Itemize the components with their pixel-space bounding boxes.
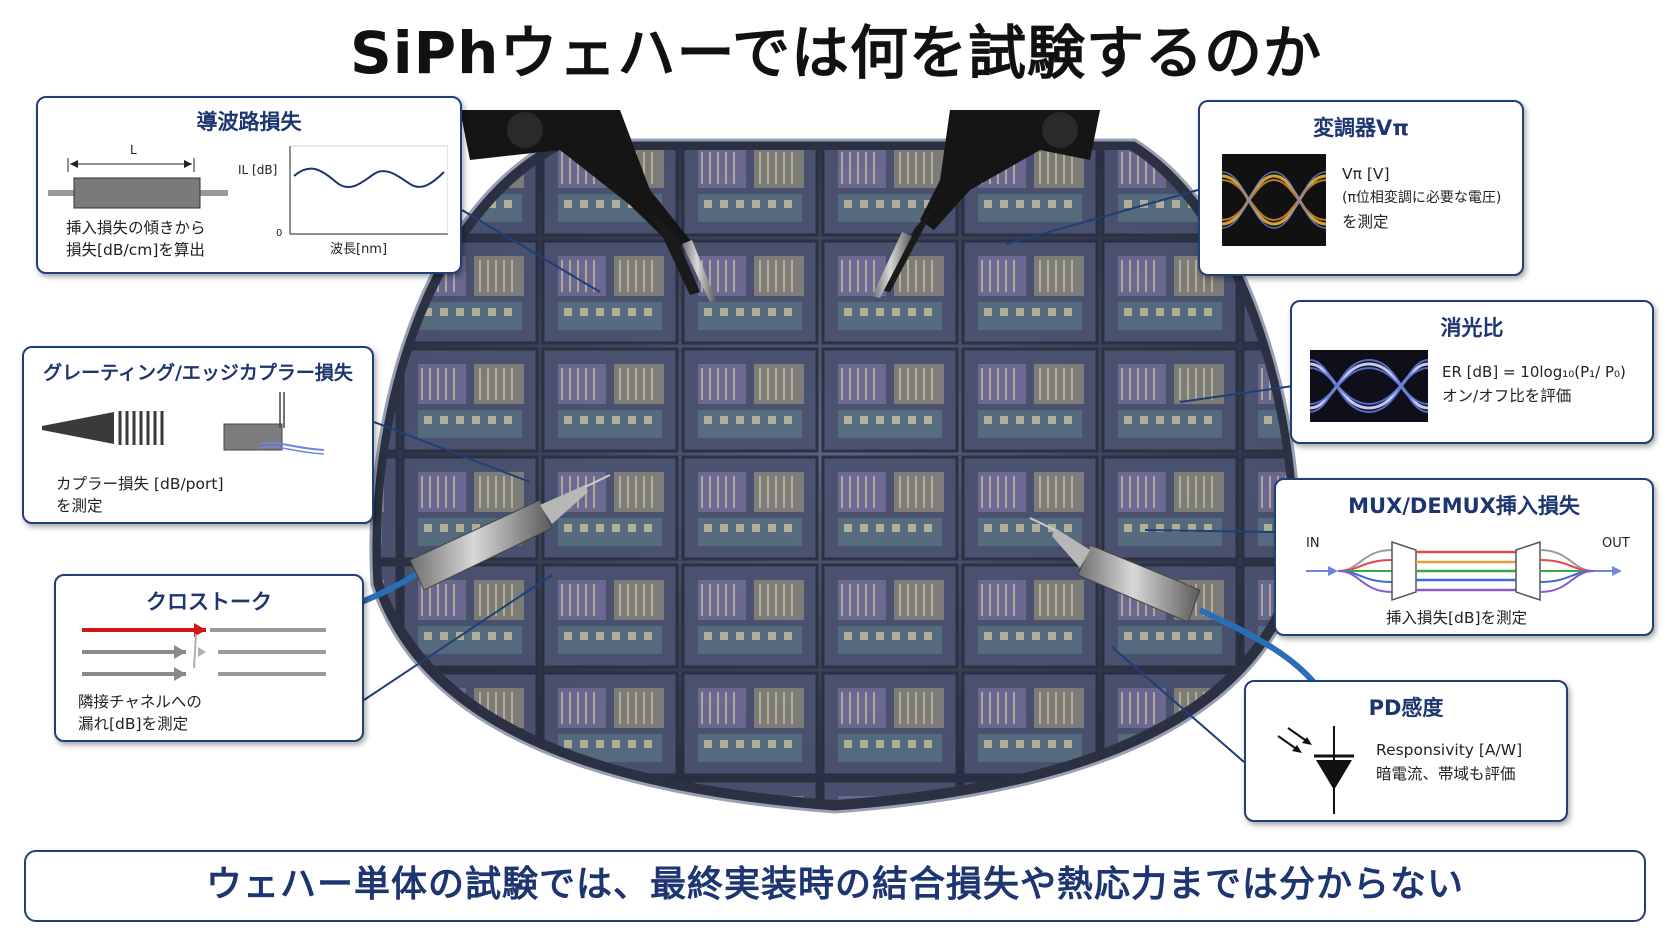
edge-coupler-icon bbox=[223, 392, 325, 455]
mux-demux-diagram bbox=[1306, 540, 1622, 602]
grating-coupler-icon bbox=[42, 411, 164, 445]
eye-diagram-yellow bbox=[1222, 154, 1326, 246]
il-axis-zero: 0 bbox=[276, 228, 283, 239]
eye-diagram-blue bbox=[1310, 350, 1428, 422]
callout-modulator-vpi: 変調器Vπ Vπ [V] (π位相変調に必要な電圧) を測定 bbox=[1198, 100, 1524, 276]
die-grid bbox=[380, 150, 1290, 800]
modulator-text-3: を測定 bbox=[1342, 213, 1389, 231]
crosstalk-text-1: 隣接チャネルへの bbox=[78, 693, 202, 711]
callout-heading: 消光比 bbox=[1440, 316, 1504, 340]
callout-pd-sensitivity: PD感度 Responsivity [A/W] 暗電流、帯域も評価 bbox=[1244, 680, 1568, 822]
page-title: SiPhウェハーでは何を試験するのか bbox=[350, 19, 1322, 87]
modulator-text-1: Vπ [V] bbox=[1342, 165, 1390, 183]
il-axis-label: IL [dB] bbox=[238, 163, 278, 177]
coupler-text-1: カプラー損失 [dB/port] bbox=[56, 475, 224, 493]
pd-text-2: 暗電流、帯域も評価 bbox=[1376, 765, 1516, 783]
wavelength-axis-label: 波長[nm] bbox=[330, 242, 388, 257]
leader-lines bbox=[363, 189, 1301, 763]
crosstalk-text-2: 漏れ[dB]を測定 bbox=[78, 715, 189, 733]
pd-text-1: Responsivity [A/W] bbox=[1376, 741, 1523, 759]
extinction-text-2: オン/オフ比を評価 bbox=[1442, 387, 1572, 405]
callout-heading: MUX/DEMUX挿入損失 bbox=[1348, 494, 1580, 518]
callout-heading: PD感度 bbox=[1368, 696, 1444, 720]
callout-extinction-ratio: 消光比 ER [dB] = 10log₁₀(P₁/ P₀) オン/オフ比を評価 bbox=[1290, 300, 1654, 444]
callout-heading: グレーティング/エッジカプラー損失 bbox=[43, 362, 353, 384]
extinction-formula: ER [dB] = 10log₁₀(P₁/ P₀) bbox=[1442, 363, 1626, 381]
callout-waveguide-loss: 導波路損失 L 挿入損失の傾きから 損失[dB/cm]を算出 IL [dB] 0… bbox=[36, 96, 462, 274]
fiber-probe-right bbox=[1029, 517, 1323, 692]
callout-heading: 導波路損失 bbox=[196, 110, 302, 134]
callout-heading: 変調器Vπ bbox=[1313, 116, 1409, 140]
photodiode-icon bbox=[1277, 726, 1354, 814]
callout-coupler-loss: グレーティング/エッジカプラー損失 カプラー損失 [dB/port] を測定 bbox=[22, 346, 374, 524]
probe-right bbox=[872, 110, 1100, 298]
callout-mux-demux-loss: MUX/DEMUX挿入損失 IN OUT 挿入 bbox=[1274, 478, 1654, 636]
mux-out-label: OUT bbox=[1602, 536, 1630, 551]
mux-in-label: IN bbox=[1306, 536, 1320, 551]
callout-crosstalk: クロストーク 隣接チャネルへの 漏れ[dB]を測定 bbox=[54, 574, 364, 742]
modulator-text-2: (π位相変調に必要な電圧) bbox=[1342, 190, 1502, 206]
length-label: L bbox=[130, 143, 137, 157]
footer-note: ウェハー単体の試験では、最終実装時の結合損失や熱応力までは分からない bbox=[24, 850, 1646, 922]
waveguide-text-1: 挿入損失の傾きから bbox=[66, 219, 206, 237]
coupler-text-2: を測定 bbox=[56, 497, 103, 515]
crosstalk-diagram bbox=[82, 623, 326, 681]
il-wavelength-plot bbox=[289, 145, 448, 235]
callout-heading: クロストーク bbox=[146, 590, 272, 614]
mux-text-1: 挿入損失[dB]を測定 bbox=[1386, 609, 1528, 627]
probe-left bbox=[460, 110, 716, 302]
waveguide-diagram bbox=[48, 158, 228, 209]
waveguide-text-2: 損失[dB/cm]を算出 bbox=[66, 241, 205, 259]
